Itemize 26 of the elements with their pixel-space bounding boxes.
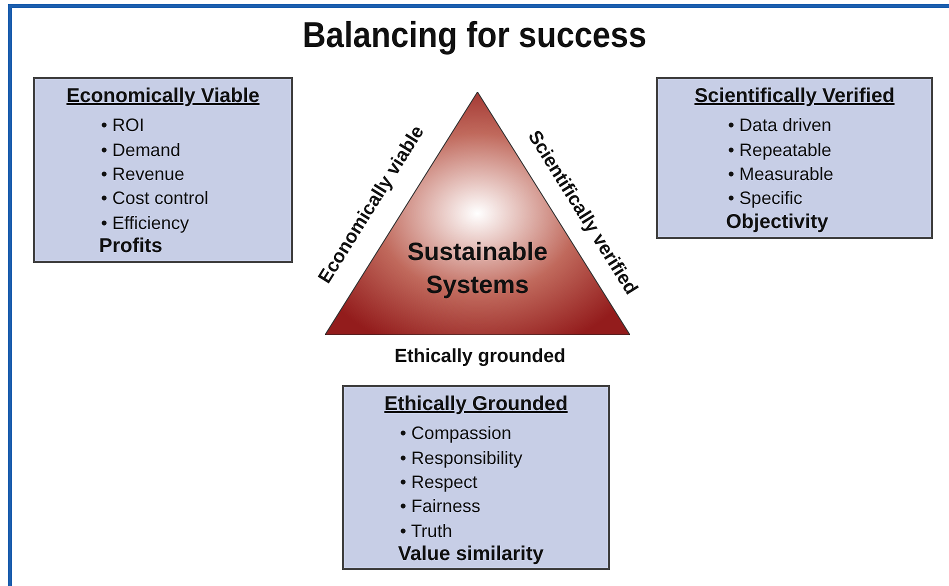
bullet-item: • Demand <box>101 140 180 161</box>
bullet-item: • Respect <box>400 472 478 493</box>
bullet-item: • Cost control <box>101 188 208 210</box>
bullet-item: • Data driven <box>728 115 832 136</box>
bullet-item: • ROI <box>101 115 144 136</box>
bullet-item: • Fairness <box>400 496 480 518</box>
bullet-item: • Specific <box>728 188 802 210</box>
box-heading: Economically Viable <box>65 85 261 108</box>
bullet-item: • Repeatable <box>728 140 832 161</box>
box-summary: Objectivity <box>726 210 828 234</box>
center-label: Sustainable Systems <box>406 237 549 301</box>
bullet-item: • Truth <box>400 520 452 542</box>
bullet-item: • Efficiency <box>101 212 190 234</box>
bullet-item: • Responsibility <box>400 448 522 469</box>
box-heading: Ethically Grounded <box>383 393 569 416</box>
bullet-item: • Revenue <box>101 164 184 185</box>
bullet-item: • Measurable <box>728 164 834 185</box>
text-box <box>33 77 293 263</box>
side-label: Ethically grounded <box>394 346 566 368</box>
box-heading: Scientifically Verified <box>693 85 896 108</box>
box-summary: Profits <box>99 234 162 258</box>
bullet-item: • Compassion <box>400 423 512 444</box>
box-summary: Value similarity <box>398 542 544 566</box>
text-box <box>342 385 610 570</box>
text-box <box>656 77 933 239</box>
title: Balancing for success <box>302 14 648 56</box>
